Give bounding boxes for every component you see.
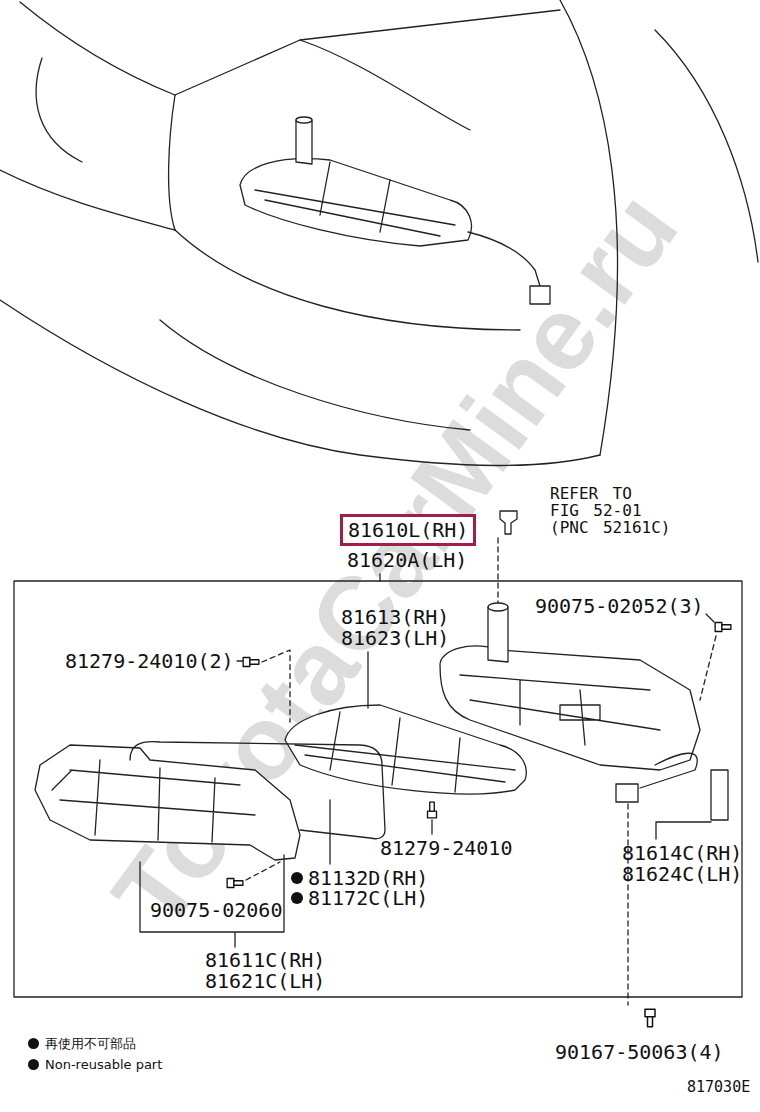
lamp-connector	[530, 286, 550, 304]
gasket	[130, 742, 385, 839]
part-number: 90075-02060	[150, 900, 282, 920]
body-line	[300, 40, 470, 130]
housing-boss-top	[488, 603, 508, 611]
drawing-number: 817030E	[687, 1080, 750, 1095]
dashed-guide	[246, 862, 280, 880]
body-line	[175, 10, 560, 95]
part-number: 81614C(RH)	[622, 843, 742, 863]
lamp-installed	[240, 159, 471, 246]
body-line	[36, 58, 82, 162]
legend-dot	[28, 1038, 39, 1049]
part-number: 81279-24010(2)	[65, 651, 234, 671]
reference-note: REFER TO FIG 52-01 (PNC 52161C)	[550, 486, 673, 536]
lamp-detail	[255, 162, 455, 236]
legend-row: 再使用不可部品	[28, 1036, 136, 1052]
part-number: 90167-50063(4)	[555, 1042, 724, 1062]
housing-detail	[52, 760, 255, 842]
leader-line	[656, 822, 711, 839]
label-plate	[711, 770, 728, 820]
lamp-boss-top	[296, 117, 312, 123]
leader-line	[706, 614, 714, 622]
part-number: 81172C(LH)	[308, 888, 428, 908]
leader-line	[379, 574, 380, 581]
legend-text: Non-reusable part	[45, 1057, 162, 1073]
assembly-frame	[14, 581, 742, 997]
legend-row: Non-reusable part	[28, 1057, 162, 1073]
screw	[715, 623, 731, 632]
part-number: 81611C(RH)	[205, 950, 325, 970]
dashed-guide	[627, 804, 628, 1005]
body-line	[175, 230, 520, 330]
part-number: 81623(LH)	[341, 628, 449, 648]
screw	[243, 658, 259, 667]
part-number: 81610L(RH)	[348, 519, 468, 541]
led-detail	[295, 712, 515, 792]
non-reusable-dot	[291, 892, 303, 904]
lamp-boss	[296, 120, 312, 164]
body-line	[0, 170, 175, 230]
legend-text: 再使用不可部品	[45, 1036, 136, 1052]
non-reusable-dot	[291, 872, 303, 884]
part-number: 81621C(LH)	[205, 971, 325, 991]
body-line	[160, 320, 470, 430]
wheel-arch	[655, 30, 758, 262]
body-line	[560, 0, 618, 455]
body-line	[169, 95, 175, 230]
housing-left	[35, 745, 300, 860]
dashed-guide	[262, 650, 290, 722]
dashed-guide	[700, 636, 716, 700]
led-unit	[285, 705, 526, 794]
screw	[428, 802, 437, 818]
leader-line	[431, 820, 432, 834]
screw	[645, 1009, 655, 1027]
leader-line	[237, 660, 243, 661]
part-number: 81279-24010	[380, 838, 512, 858]
body-line	[20, 2, 175, 95]
housing-connector	[616, 784, 638, 802]
lamp-wire	[468, 232, 540, 286]
housing-detail	[460, 675, 660, 745]
part-number: 81624C(LH)	[622, 864, 742, 884]
clip-fastener	[500, 511, 517, 534]
part-number: 81132D(RH)	[308, 868, 428, 888]
part-number: 90075-02052(3)	[535, 596, 704, 616]
body-line	[0, 300, 600, 466]
housing-wire	[640, 753, 697, 788]
part-number: 81620A(LH)	[347, 550, 467, 570]
highlight-box: 81610L(RH)	[340, 514, 476, 546]
part-number: 81613(RH)	[341, 607, 449, 627]
housing-boss	[488, 607, 508, 662]
dashed-guide	[497, 538, 498, 604]
leader-line	[329, 800, 330, 864]
leader-line	[367, 652, 368, 708]
screw	[227, 879, 243, 888]
legend-dot	[28, 1059, 39, 1070]
bracket-line	[140, 855, 284, 947]
